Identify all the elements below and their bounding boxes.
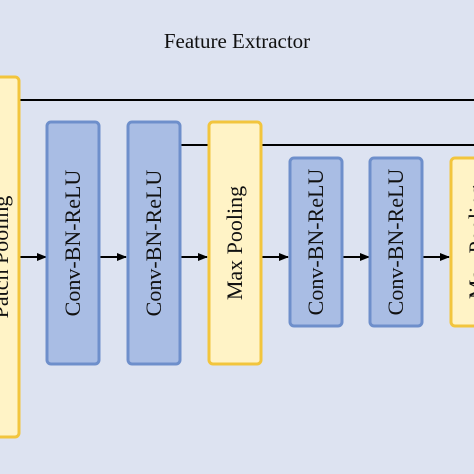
block-conv-bn-relu-1-label: Conv-BN-ReLU [60,170,85,317]
block-max-pooling-2: Max Pooling [449,156,474,328]
block-conv-bn-relu-2-label: Conv-BN-ReLU [141,170,166,317]
block-conv-bn-relu-4: Conv-BN-ReLU [368,156,424,328]
block-conv-bn-relu-3-label: Conv-BN-ReLU [303,169,328,316]
block-patch-pooling-label: Patch Pooling [0,196,13,319]
block-max-pooling-1: Max Pooling [207,120,263,366]
block-conv-bn-relu-3: Conv-BN-ReLU [288,156,344,328]
block-conv-bn-relu-4-label: Conv-BN-ReLU [383,169,408,316]
block-max-pooling-2-label: Max Pooling [464,185,474,299]
diagram-title: Feature Extractor [164,29,310,53]
block-max-pooling-1-label: Max Pooling [222,186,247,300]
block-conv-bn-relu-2: Conv-BN-ReLU [126,120,182,366]
block-conv-bn-relu-1: Conv-BN-ReLU [45,120,101,366]
block-patch-pooling: Patch Pooling [0,75,21,439]
